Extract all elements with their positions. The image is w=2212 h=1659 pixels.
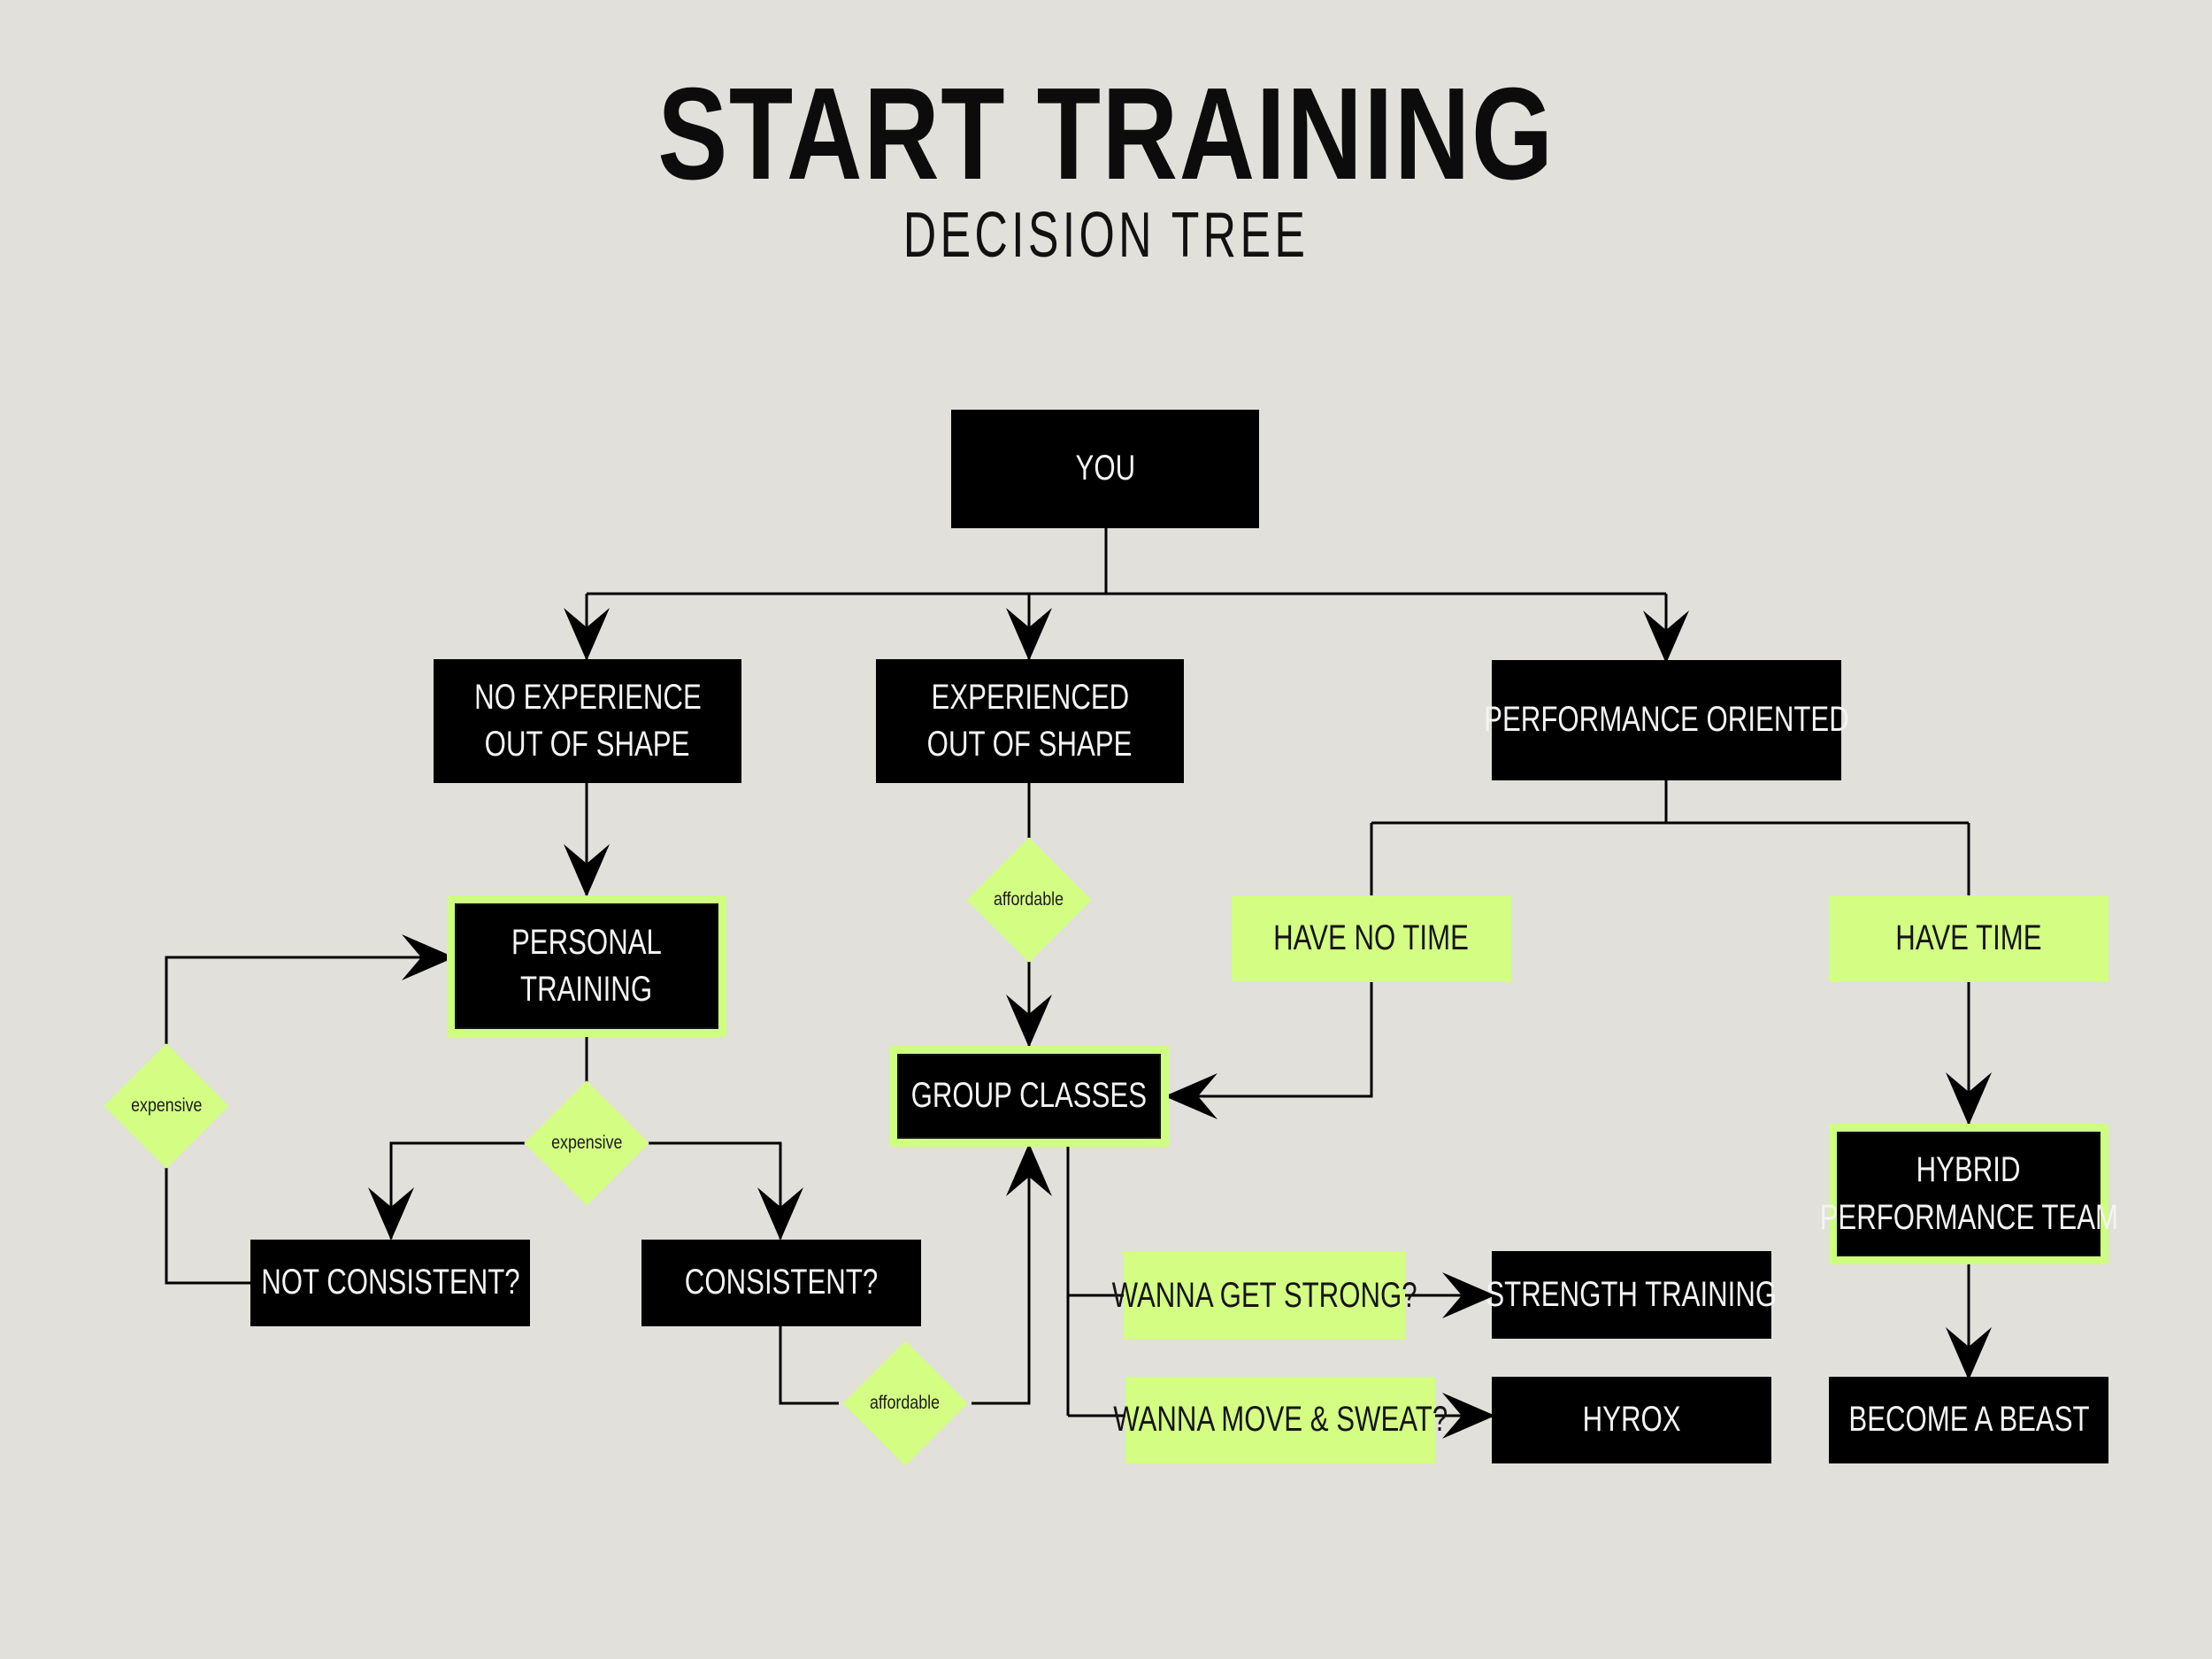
node-hybrid-team-line1: HYBRID (1916, 1150, 2021, 1190)
node-wanna-get-strong-label: WANNA GET STRONG? (1111, 1275, 1417, 1315)
node-wanna-get-strong: WANNA GET STRONG? (1112, 1252, 1417, 1340)
node-not-consistent: NOT CONSISTENT? (250, 1240, 530, 1326)
connector-performance-bus (1370, 780, 1970, 895)
decision-affordable-bottom-label: affordable (870, 1393, 941, 1413)
diagram-title: START TRAINING (657, 61, 1555, 207)
node-wanna-move-sweat: WANNA MOVE & SWEAT? (1113, 1377, 1448, 1463)
node-personal-training: PERSONAL TRAINING (447, 895, 726, 1037)
decision-expensive-left: expensive (104, 1043, 229, 1169)
node-no-experience-line1: NO EXPERIENCE (473, 677, 702, 717)
node-you-label: YOU (1075, 449, 1135, 488)
node-hybrid-team: HYBRID PERFORMANCE TEAM (1819, 1124, 2118, 1264)
decision-expensive-mid-label: expensive (550, 1133, 623, 1153)
node-group-classes: GROUP CLASSES (889, 1046, 1169, 1147)
connector-not-consistent-loop (165, 1168, 250, 1285)
node-hyrox-label: HYROX (1582, 1400, 1681, 1440)
node-personal-training-line1: PERSONAL (511, 922, 662, 962)
node-no-experience-line2: OUT OF SHAPE (485, 725, 690, 764)
arrow-no-time-to-group (1164, 982, 1373, 1119)
node-have-time: HAVE TIME (1829, 895, 2108, 982)
node-consistent: CONSISTENT? (641, 1240, 921, 1326)
connector-expensive-right (649, 1141, 803, 1240)
node-group-classes-label: GROUP CLASSES (910, 1076, 1148, 1116)
node-have-no-time: HAVE NO TIME (1232, 895, 1511, 982)
node-no-experience: NO EXPERIENCE OUT OF SHAPE (434, 659, 741, 783)
node-performance-oriented: PERFORMANCE ORIENTED (1484, 660, 1849, 780)
decision-expensive-mid: expensive (524, 1080, 649, 1206)
node-become-a-beast-label: BECOME A BEAST (1847, 1400, 2090, 1440)
node-experienced: EXPERIENCED OUT OF SHAPE (876, 659, 1184, 783)
node-strength-training-label: STRENGTH TRAINING (1486, 1274, 1778, 1314)
node-strength-training: STRENGTH TRAINING (1486, 1251, 1777, 1339)
node-hybrid-team-line2: PERFORMANCE TEAM (1819, 1197, 2118, 1237)
connector-consistent-affordable (779, 1325, 839, 1405)
decision-affordable-bottom: affordable (842, 1340, 968, 1466)
node-experienced-line2: OUT OF SHAPE (927, 725, 1133, 764)
diagram-subtitle: DECISION TREE (902, 200, 1310, 271)
node-performance-oriented-label: PERFORMANCE ORIENTED (1484, 700, 1849, 740)
node-personal-training-line2: TRAINING (520, 970, 653, 1009)
connector-expensive-left (368, 1141, 525, 1240)
connector-group-options (1066, 1147, 1125, 1417)
node-hyrox: HYROX (1492, 1377, 1771, 1463)
decision-expensive-left-label: expensive (130, 1095, 203, 1116)
node-become-a-beast: BECOME A BEAST (1829, 1377, 2108, 1463)
node-wanna-move-sweat-label: WANNA MOVE & SWEAT? (1113, 1400, 1448, 1440)
decision-affordable-top: affordable (966, 837, 1092, 963)
arrow-affordable-to-group (972, 1143, 1052, 1405)
node-not-consistent-label: NOT CONSISTENT? (260, 1263, 520, 1302)
node-experienced-line1: EXPERIENCED (931, 677, 1129, 717)
arrow-loop-to-pt (165, 934, 455, 1044)
node-consistent-label: CONSISTENT? (684, 1263, 879, 1302)
node-have-time-label: HAVE TIME (1895, 918, 2042, 958)
node-you: YOU (951, 410, 1259, 528)
node-have-no-time-label: HAVE NO TIME (1273, 918, 1470, 958)
decision-affordable-top-label: affordable (994, 889, 1064, 910)
